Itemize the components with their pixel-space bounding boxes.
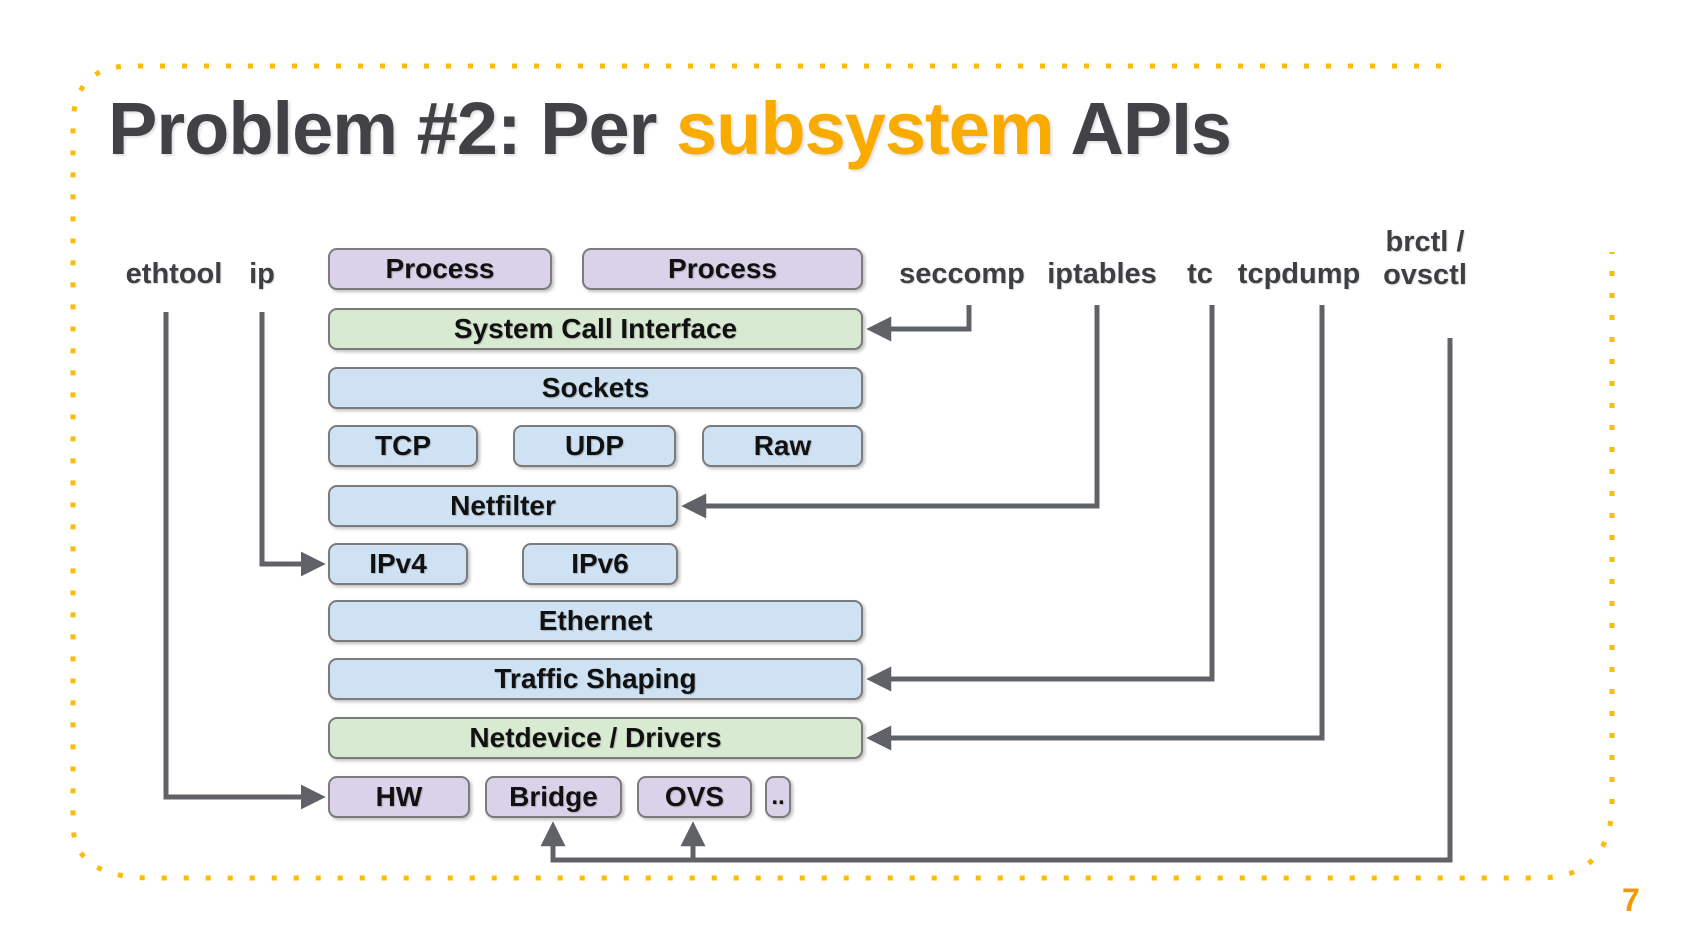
tool-label-brctl-ovsctl: brctl / ovsctl [1383, 226, 1467, 292]
tool-label-tcpdump: tcpdump [1237, 258, 1361, 290]
box-hw: HW [328, 776, 470, 818]
box-netfilter: Netfilter [328, 485, 678, 527]
box-ovs: OVS [637, 776, 752, 818]
box-sockets: Sockets [328, 367, 863, 409]
box-more-backends: .. [765, 776, 791, 818]
arrow-tcpdump-to-netdevice [866, 305, 1325, 751]
tool-label-brctl-line1: brctl / [1385, 226, 1465, 258]
title-suffix: APIs [1053, 87, 1232, 170]
box-tcp: TCP [328, 425, 478, 467]
arrow-tc-to-traffic-shaping [866, 305, 1215, 692]
tool-label-ip: ip [249, 258, 275, 290]
tool-label-seccomp: seccomp [899, 258, 1025, 290]
tool-label-tc: tc [1187, 258, 1213, 290]
arrow-brctl-to-bridge [540, 338, 1453, 863]
arrow-seccomp-to-syscall [866, 305, 972, 342]
tool-label-iptables: iptables [1047, 258, 1157, 290]
box-process-2: Process [582, 248, 863, 290]
box-bridge: Bridge [485, 776, 622, 818]
box-process-1: Process [328, 248, 552, 290]
arrow-ip-to-ipv4 [259, 312, 326, 577]
arrow-ethtool-to-hw [163, 312, 326, 810]
box-ipv4: IPv4 [328, 543, 468, 585]
slide-title: Problem #2: Per subsystem APIs [108, 86, 1232, 171]
box-udp: UDP [513, 425, 676, 467]
box-ipv6: IPv6 [522, 543, 678, 585]
tool-label-brctl-line2: ovsctl [1383, 259, 1467, 291]
box-ethernet: Ethernet [328, 600, 863, 642]
box-raw: Raw [702, 425, 863, 467]
tool-label-ethtool: ethtool [125, 258, 223, 290]
box-netdevice-drivers: Netdevice / Drivers [328, 717, 863, 759]
page-number: 7 [1622, 882, 1640, 918]
arrow-iptables-to-netfilter [681, 305, 1100, 519]
box-system-call-interface: System Call Interface [328, 308, 863, 350]
title-prefix: Problem #2: Per [108, 87, 677, 170]
box-traffic-shaping: Traffic Shaping [328, 658, 863, 700]
title-highlight: subsystem [676, 87, 1055, 170]
